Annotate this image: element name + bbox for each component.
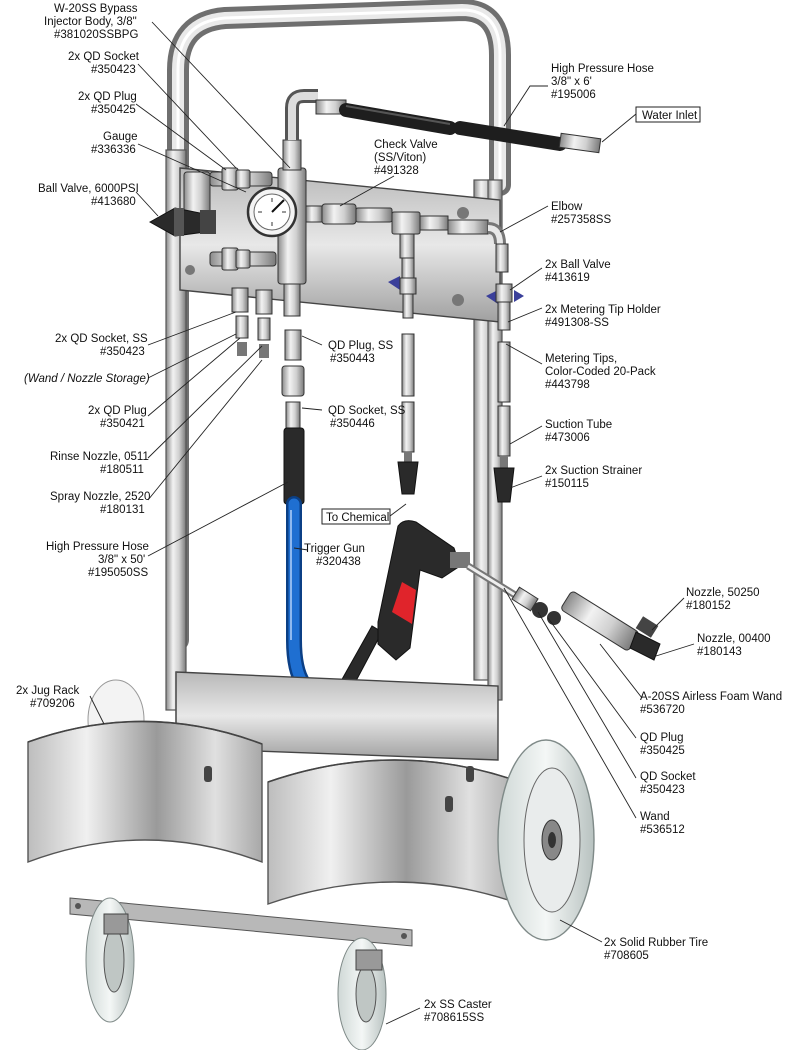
label-jug-rack: 2x Jug Rack #709206 (16, 685, 82, 710)
label-gauge: Gauge #336336 (91, 131, 141, 156)
label-hp-hose-50: High Pressure Hose 3/8" x 50' #195050SS (46, 541, 152, 579)
label-suction-tube: Suction Tube #473006 (545, 419, 615, 444)
label-qd-plug-top: 2x QD Plug #350425 (78, 91, 140, 116)
label-metering-tip-holder: 2x Metering Tip Holder #491308-SS (545, 304, 664, 329)
wand-nozzle-storage (231, 287, 273, 358)
label-rubber-tire: 2x Solid Rubber Tire #708605 (604, 937, 711, 962)
label-wand-nozzle-storage: (Wand / Nozzle Storage) (24, 373, 150, 385)
label-suction-strainer: 2x Suction Strainer #150115 (545, 465, 645, 490)
label-qd-plug-2x: 2x QD Plug #350421 (88, 405, 150, 430)
ss-caster-left (85, 897, 135, 1023)
label-nozzle-00400: Nozzle, 00400 #180143 (697, 633, 774, 658)
ss-caster-right (337, 937, 387, 1050)
label-hp-hose-6: High Pressure Hose 3/8" x 6' #195006 (551, 63, 657, 101)
label-ball-valve-2x: 2x Ball Valve #413619 (545, 259, 614, 284)
trigger-gun (377, 520, 470, 661)
ball-valve-6000psi (148, 207, 216, 237)
label-qd-socket-top: 2x QD Socket #350423 (68, 51, 142, 76)
foam-wand (466, 563, 661, 661)
suction-tube-right (493, 341, 515, 503)
label-caster: 2x SS Caster #708615SS (424, 999, 495, 1024)
metering-valve-right (486, 243, 524, 331)
suction-tube-left (397, 333, 419, 495)
label-ball-valve-6000: Ball Valve, 6000PSI #413680 (38, 183, 142, 208)
high-pressure-hose-6ft (315, 99, 602, 154)
jug-rack (27, 679, 521, 905)
mounting-plate (179, 167, 501, 323)
label-rinse-nozzle: Rinse Nozzle, 0511 #180511 (50, 451, 152, 476)
label-qd-socket-ss: QD Socket, SS #350446 (328, 405, 409, 430)
label-foam-wand: A-20SS Airless Foam Wand #536720 (640, 691, 785, 716)
tee-fittings (391, 211, 506, 259)
label-nozzle-50250: Nozzle, 50250 #180152 (686, 587, 763, 612)
label-spray-nozzle: Spray Nozzle, 2520 #180131 (50, 491, 154, 516)
label-water-inlet: Water Inlet (635, 106, 701, 123)
label-wand: Wand #536512 (640, 811, 685, 836)
label-check-valve: Check Valve (SS/Viton) #491328 (374, 139, 441, 177)
label-trigger-gun: Trigger Gun #320438 (304, 543, 368, 568)
label-qd-plug-wand: QD Plug #350425 (640, 732, 687, 757)
label-metering-tips: Metering Tips, Color-Coded 20-Pack #4437… (545, 353, 659, 391)
label-elbow: Elbow #257358SS (551, 201, 611, 226)
label-qd-plug-ss: QD Plug, SS #350443 (328, 340, 396, 365)
labels: W-20SS Bypass Injector Body, 3/8" #38102… (16, 3, 785, 1024)
solid-rubber-tire (497, 739, 595, 941)
label-to-chemical: To Chemical (321, 508, 391, 525)
label-qd-socket-wand: QD Socket #350423 (640, 771, 699, 796)
base-plate (69, 897, 413, 947)
svg-text:To Chemical: To Chemical (326, 512, 389, 524)
label-injector: W-20SS Bypass Injector Body, 3/8" #38102… (44, 3, 141, 41)
metering-valve-left (388, 257, 417, 319)
label-qd-socket-ss-2x: 2x QD Socket, SS #350423 (55, 333, 151, 358)
check-valve (305, 203, 393, 225)
svg-text:Water Inlet: Water Inlet (642, 110, 698, 122)
leader-lines (89, 21, 695, 1025)
